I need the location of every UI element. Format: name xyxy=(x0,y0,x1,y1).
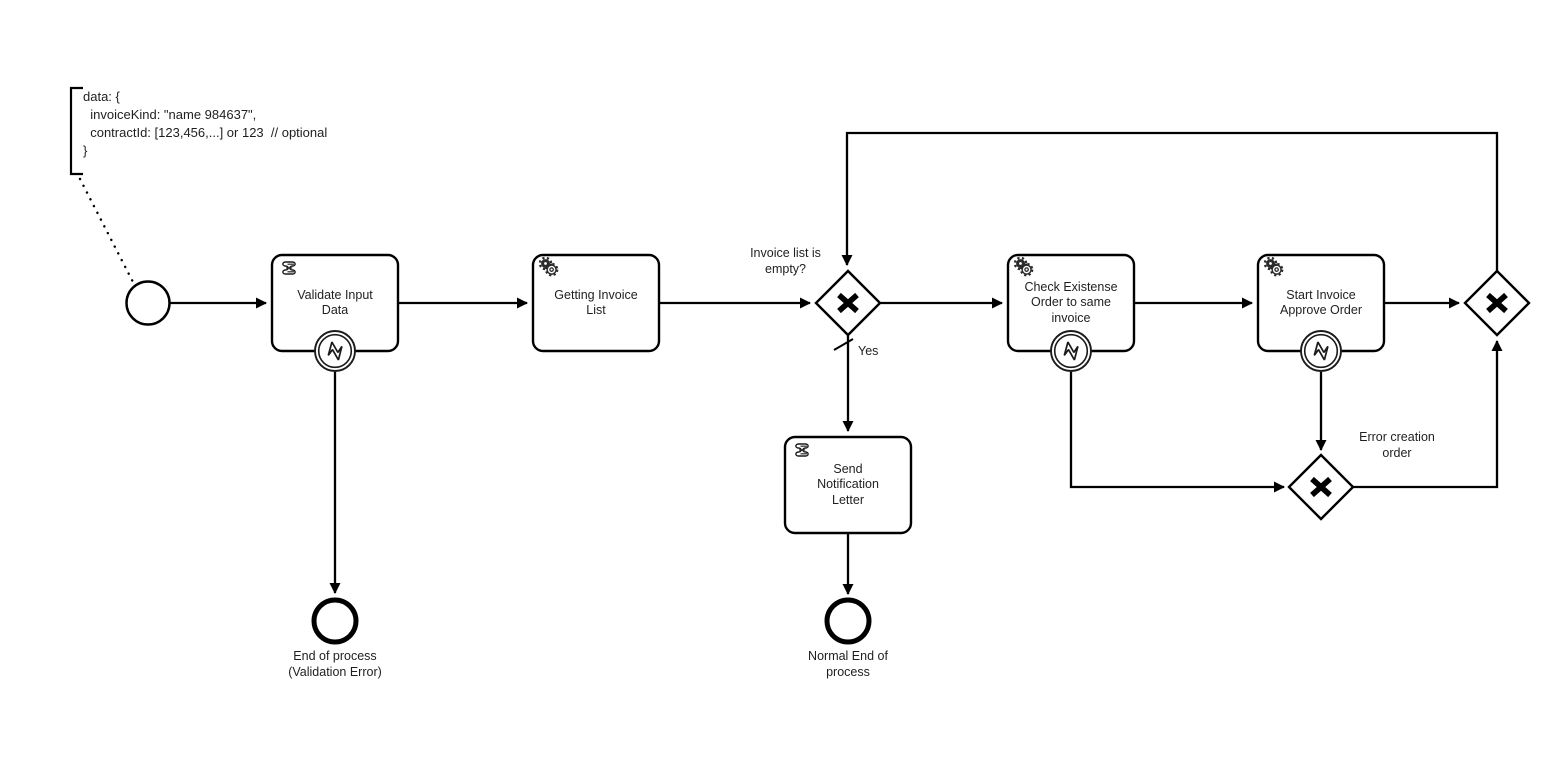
flow-error-gateway-to-join[interactable] xyxy=(1352,340,1503,489)
error-boundary-event[interactable] xyxy=(1300,330,1342,372)
annotation-association-line[interactable] xyxy=(78,177,136,286)
gateway-x-icon xyxy=(837,292,859,314)
start-event[interactable] xyxy=(125,280,171,326)
service-gears-icon xyxy=(1263,256,1284,277)
text-annotation-bracket[interactable] xyxy=(69,86,83,176)
flow-check-error-to-error-gateway[interactable] xyxy=(1069,372,1285,493)
end-event-normal[interactable] xyxy=(824,597,872,645)
gateway-invoice-list-empty[interactable] xyxy=(814,269,882,337)
flow-loop-back-to-gateway[interactable] xyxy=(841,131,1499,271)
error-boundary-event[interactable] xyxy=(1050,330,1092,372)
gateway-join[interactable] xyxy=(1463,269,1531,337)
script-icon xyxy=(282,261,296,275)
service-gears-icon xyxy=(1013,256,1034,277)
script-icon xyxy=(795,443,809,457)
gateway-x-icon xyxy=(1486,292,1508,314)
task-send-notification-letter[interactable] xyxy=(783,435,913,535)
error-bolt-icon xyxy=(1313,341,1329,361)
error-boundary-event[interactable] xyxy=(314,330,356,372)
error-bolt-icon xyxy=(1063,341,1079,361)
end-event-validation-error[interactable] xyxy=(311,597,359,645)
error-bolt-icon xyxy=(327,341,343,361)
default-flow-marker xyxy=(833,338,854,351)
gateway-x-icon xyxy=(1310,476,1332,498)
gateway-error-creation-order[interactable] xyxy=(1287,453,1355,521)
task-getting-invoice-list[interactable] xyxy=(531,253,661,353)
service-gears-icon xyxy=(538,256,559,277)
